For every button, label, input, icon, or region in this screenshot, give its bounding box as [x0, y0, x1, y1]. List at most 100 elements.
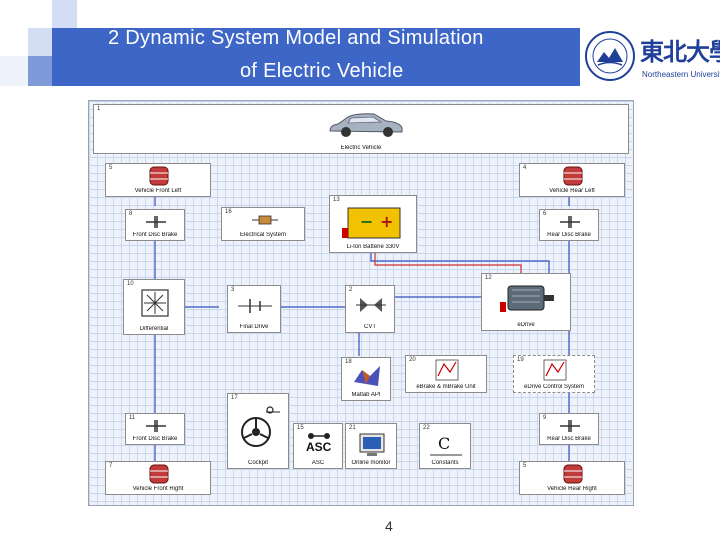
block-label: Electrical System — [239, 232, 286, 238]
block-number: 17 — [231, 395, 238, 401]
block-number: 4 — [523, 165, 527, 171]
block-front-disc-brake[interactable]: 8 Front Disc Brake — [125, 209, 185, 241]
constants-text: C — [438, 434, 451, 453]
decor-square — [28, 28, 52, 56]
block-label: CVT — [364, 324, 376, 330]
block-label: Online monitor — [351, 460, 391, 466]
block-label: Electric Vehicle — [340, 145, 382, 151]
motor-icon — [500, 285, 554, 312]
brake-icon — [560, 216, 580, 228]
block-label: Differential — [139, 326, 169, 332]
cockpit-icon — [241, 406, 280, 447]
wheel-icon — [149, 166, 169, 186]
block-label: eDrive Control System — [523, 384, 585, 390]
system-model-diagram: 1 Electric Vehicle 5 Vehicle Front Left … — [88, 100, 634, 506]
block-number: 7 — [109, 463, 113, 469]
brake-icon — [146, 420, 166, 432]
cvt-icon — [356, 298, 386, 312]
block-online-monitor[interactable]: 21 Online monitor — [345, 423, 397, 469]
block-li-ion-battery[interactable]: 13 − + Li-Ion Batterie 330V — [329, 195, 417, 253]
block-asc[interactable]: 15 ASC ASC — [293, 423, 343, 469]
block-number: 18 — [345, 359, 352, 365]
block-number: 2 — [349, 287, 353, 293]
block-label: Li-Ion Batterie 330V — [346, 244, 400, 250]
block-number: 13 — [333, 197, 340, 203]
constants-icon — [430, 454, 462, 456]
block-number: 5 — [109, 165, 113, 171]
block-differential[interactable]: 10 Differential — [123, 279, 185, 335]
block-vehicle-front-right[interactable]: 7 Vehicle Front Right — [105, 461, 211, 495]
block-number: 8 — [129, 211, 133, 217]
block-number: 21 — [349, 425, 356, 431]
block-edrive[interactable]: 12 eDrive — [481, 273, 571, 331]
block-number: 6 — [543, 211, 547, 217]
block-number: 10 — [127, 281, 134, 287]
block-number: 9 — [543, 415, 547, 421]
car-icon — [329, 113, 403, 137]
block-edrive-control-system[interactable]: 19 eDrive Control System — [513, 355, 595, 393]
resistor-icon — [252, 215, 278, 225]
block-number: 3 — [231, 287, 235, 293]
block-label: Rear Disc Brake — [547, 436, 591, 442]
logo-chinese-name: 東北大學 — [640, 37, 720, 66]
block-label: Vehicle Rear Right — [547, 486, 597, 492]
block-label: Matlab API — [351, 392, 381, 398]
decor-square — [28, 56, 52, 86]
block-ebrake-mbrake-unit[interactable]: 20 eBrake & mBrake Unit — [405, 355, 487, 393]
block-label: Vehicle Front Right — [132, 486, 184, 492]
block-number: 11 — [129, 415, 136, 421]
block-vehicle-rear-right[interactable]: 5 Vehicle Rear Right — [519, 461, 625, 495]
gear-icon — [238, 299, 272, 313]
page-number: 4 — [385, 518, 393, 534]
wheel-icon — [563, 464, 583, 484]
block-label: Final Drive — [239, 324, 269, 330]
block-number: 19 — [517, 357, 524, 363]
block-label: Front Disc Brake — [132, 436, 178, 442]
monitor-icon — [359, 433, 385, 456]
brake-icon — [560, 420, 580, 432]
wheel-icon — [149, 464, 169, 484]
block-rear-disc-brake[interactable]: 6 Rear Disc Brake — [539, 209, 599, 241]
block-label: ASC — [311, 460, 325, 466]
slide-title-line2: of Electric Vehicle — [240, 60, 404, 82]
block-cvt[interactable]: 2 CVT — [345, 285, 395, 333]
decor-square — [0, 56, 28, 86]
svg-text:+: + — [380, 212, 393, 231]
control-icon — [543, 359, 567, 381]
block-electrical-system[interactable]: 16 Electrical System — [221, 207, 305, 241]
block-label: Front Disc Brake — [132, 232, 178, 238]
block-electric-vehicle[interactable]: 1 Electric Vehicle — [93, 104, 629, 154]
block-label: Constants — [431, 460, 459, 466]
block-final-drive[interactable]: 3 Final Drive — [227, 285, 281, 333]
block-label: eDrive — [517, 322, 535, 328]
asc-text: ASC — [306, 440, 332, 454]
block-constants[interactable]: 22 C Constants — [419, 423, 471, 469]
logo-english-name: Northeastern University — [642, 70, 720, 79]
block-number: 12 — [485, 275, 492, 281]
university-seal-icon — [585, 31, 635, 81]
block-label: Rear Disc Brake — [547, 232, 591, 238]
block-number: 1 — [97, 106, 101, 112]
control-icon — [435, 359, 459, 381]
block-rear-disc-brake-lower[interactable]: 9 Rear Disc Brake — [539, 413, 599, 445]
block-label: Cockpit — [247, 460, 268, 466]
block-vehicle-front-left[interactable]: 5 Vehicle Front Left — [105, 163, 211, 197]
block-label: Vehicle Rear Left — [549, 188, 595, 194]
block-cockpit[interactable]: 17 Cockpit — [227, 393, 289, 469]
battery-icon: − + — [342, 207, 401, 239]
block-number: 22 — [423, 425, 430, 431]
block-label: Vehicle Front Left — [134, 188, 182, 194]
wheel-icon — [563, 166, 583, 186]
brake-icon — [146, 216, 166, 228]
block-front-disc-brake-lower[interactable]: 11 Front Disc Brake — [125, 413, 185, 445]
matlab-icon — [354, 366, 380, 386]
decor-square — [52, 0, 77, 28]
block-vehicle-rear-left[interactable]: 4 Vehicle Rear Left — [519, 163, 625, 197]
asc-icon — [308, 433, 330, 439]
block-label: eBrake & mBrake Unit — [416, 384, 476, 390]
block-number: 5 — [523, 463, 527, 469]
university-logo: 東北大學 Northeastern University — [582, 28, 720, 86]
block-matlab-api[interactable]: 18 Matlab API — [341, 357, 391, 401]
block-number: 20 — [409, 357, 416, 363]
header-bar — [52, 28, 580, 86]
